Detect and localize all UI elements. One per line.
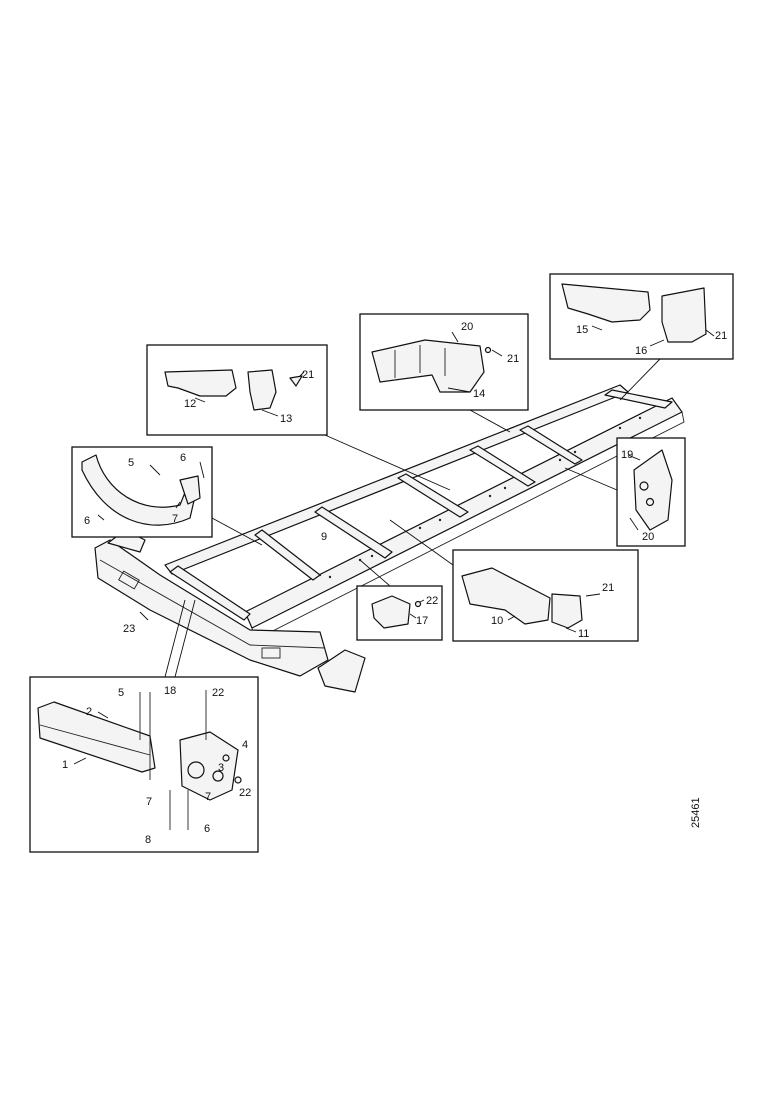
callout-18: 18 [164, 685, 176, 697]
callout-22: 22 [239, 787, 251, 799]
cross-member-3 [314, 506, 393, 559]
cross-member-2 [254, 529, 321, 581]
callout-21: 21 [715, 330, 727, 342]
detail-box-bracket-6 [71, 446, 213, 538]
cross-member-front [169, 565, 251, 621]
cross-member-4 [397, 473, 469, 518]
detail-box-crossmember-10 [452, 549, 639, 642]
callout-20: 20 [461, 321, 473, 333]
callout-2: 2 [86, 706, 92, 718]
callout-23: 23 [123, 623, 135, 635]
cross-member-6 [519, 425, 583, 465]
cross-member-rear [604, 389, 673, 409]
callout-11: 11 [578, 628, 589, 640]
callout-16: 16 [635, 345, 647, 357]
callout-13: 13 [280, 413, 292, 425]
callout-6: 6 [84, 515, 90, 527]
leader-lines [139, 358, 661, 678]
callout-7: 7 [172, 513, 178, 525]
callout-22: 22 [426, 595, 438, 607]
callout-12: 12 [184, 398, 196, 410]
detail-box-bracket-19 [616, 437, 686, 547]
rail-rivets [318, 416, 642, 579]
callout-20: 20 [642, 531, 654, 543]
callout-8: 8 [145, 834, 151, 846]
callout-10: 10 [491, 615, 503, 627]
callout-9: 9 [321, 531, 327, 543]
chassis-frame [164, 384, 685, 641]
callout-4: 4 [242, 739, 248, 751]
front-bumper [94, 529, 366, 693]
callout-15: 15 [576, 324, 588, 336]
callout-labels: 12 13 21 20 14 21 15 16 21 5 6 6 7 19 20… [62, 321, 727, 846]
callout-3: 3 [218, 762, 224, 774]
callout-22: 22 [212, 687, 224, 699]
callout-7: 7 [146, 796, 152, 808]
callout-19: 19 [621, 449, 633, 461]
callout-14: 14 [473, 388, 485, 400]
callout-17: 17 [416, 615, 428, 627]
detail-box-front-crossmember-1 [29, 676, 259, 853]
callout-1: 1 [62, 759, 68, 771]
detail-box-crossmember-12 [146, 344, 328, 436]
detail-box-crossmember-15 [549, 273, 734, 360]
callout-21: 21 [507, 353, 519, 365]
detail-box-crossmember-14 [359, 313, 529, 411]
detail-box-mount-17 [356, 585, 443, 641]
callout-5: 5 [128, 457, 134, 469]
figure-number: 25461 [690, 797, 702, 828]
callout-21: 21 [302, 369, 314, 381]
callout-6: 6 [204, 823, 210, 835]
callout-21: 21 [602, 582, 614, 594]
callout-6: 6 [180, 452, 186, 464]
callout-7: 7 [205, 791, 211, 803]
cross-member-5 [469, 445, 536, 487]
step-bracket [317, 649, 366, 693]
callout-5: 5 [118, 687, 124, 699]
